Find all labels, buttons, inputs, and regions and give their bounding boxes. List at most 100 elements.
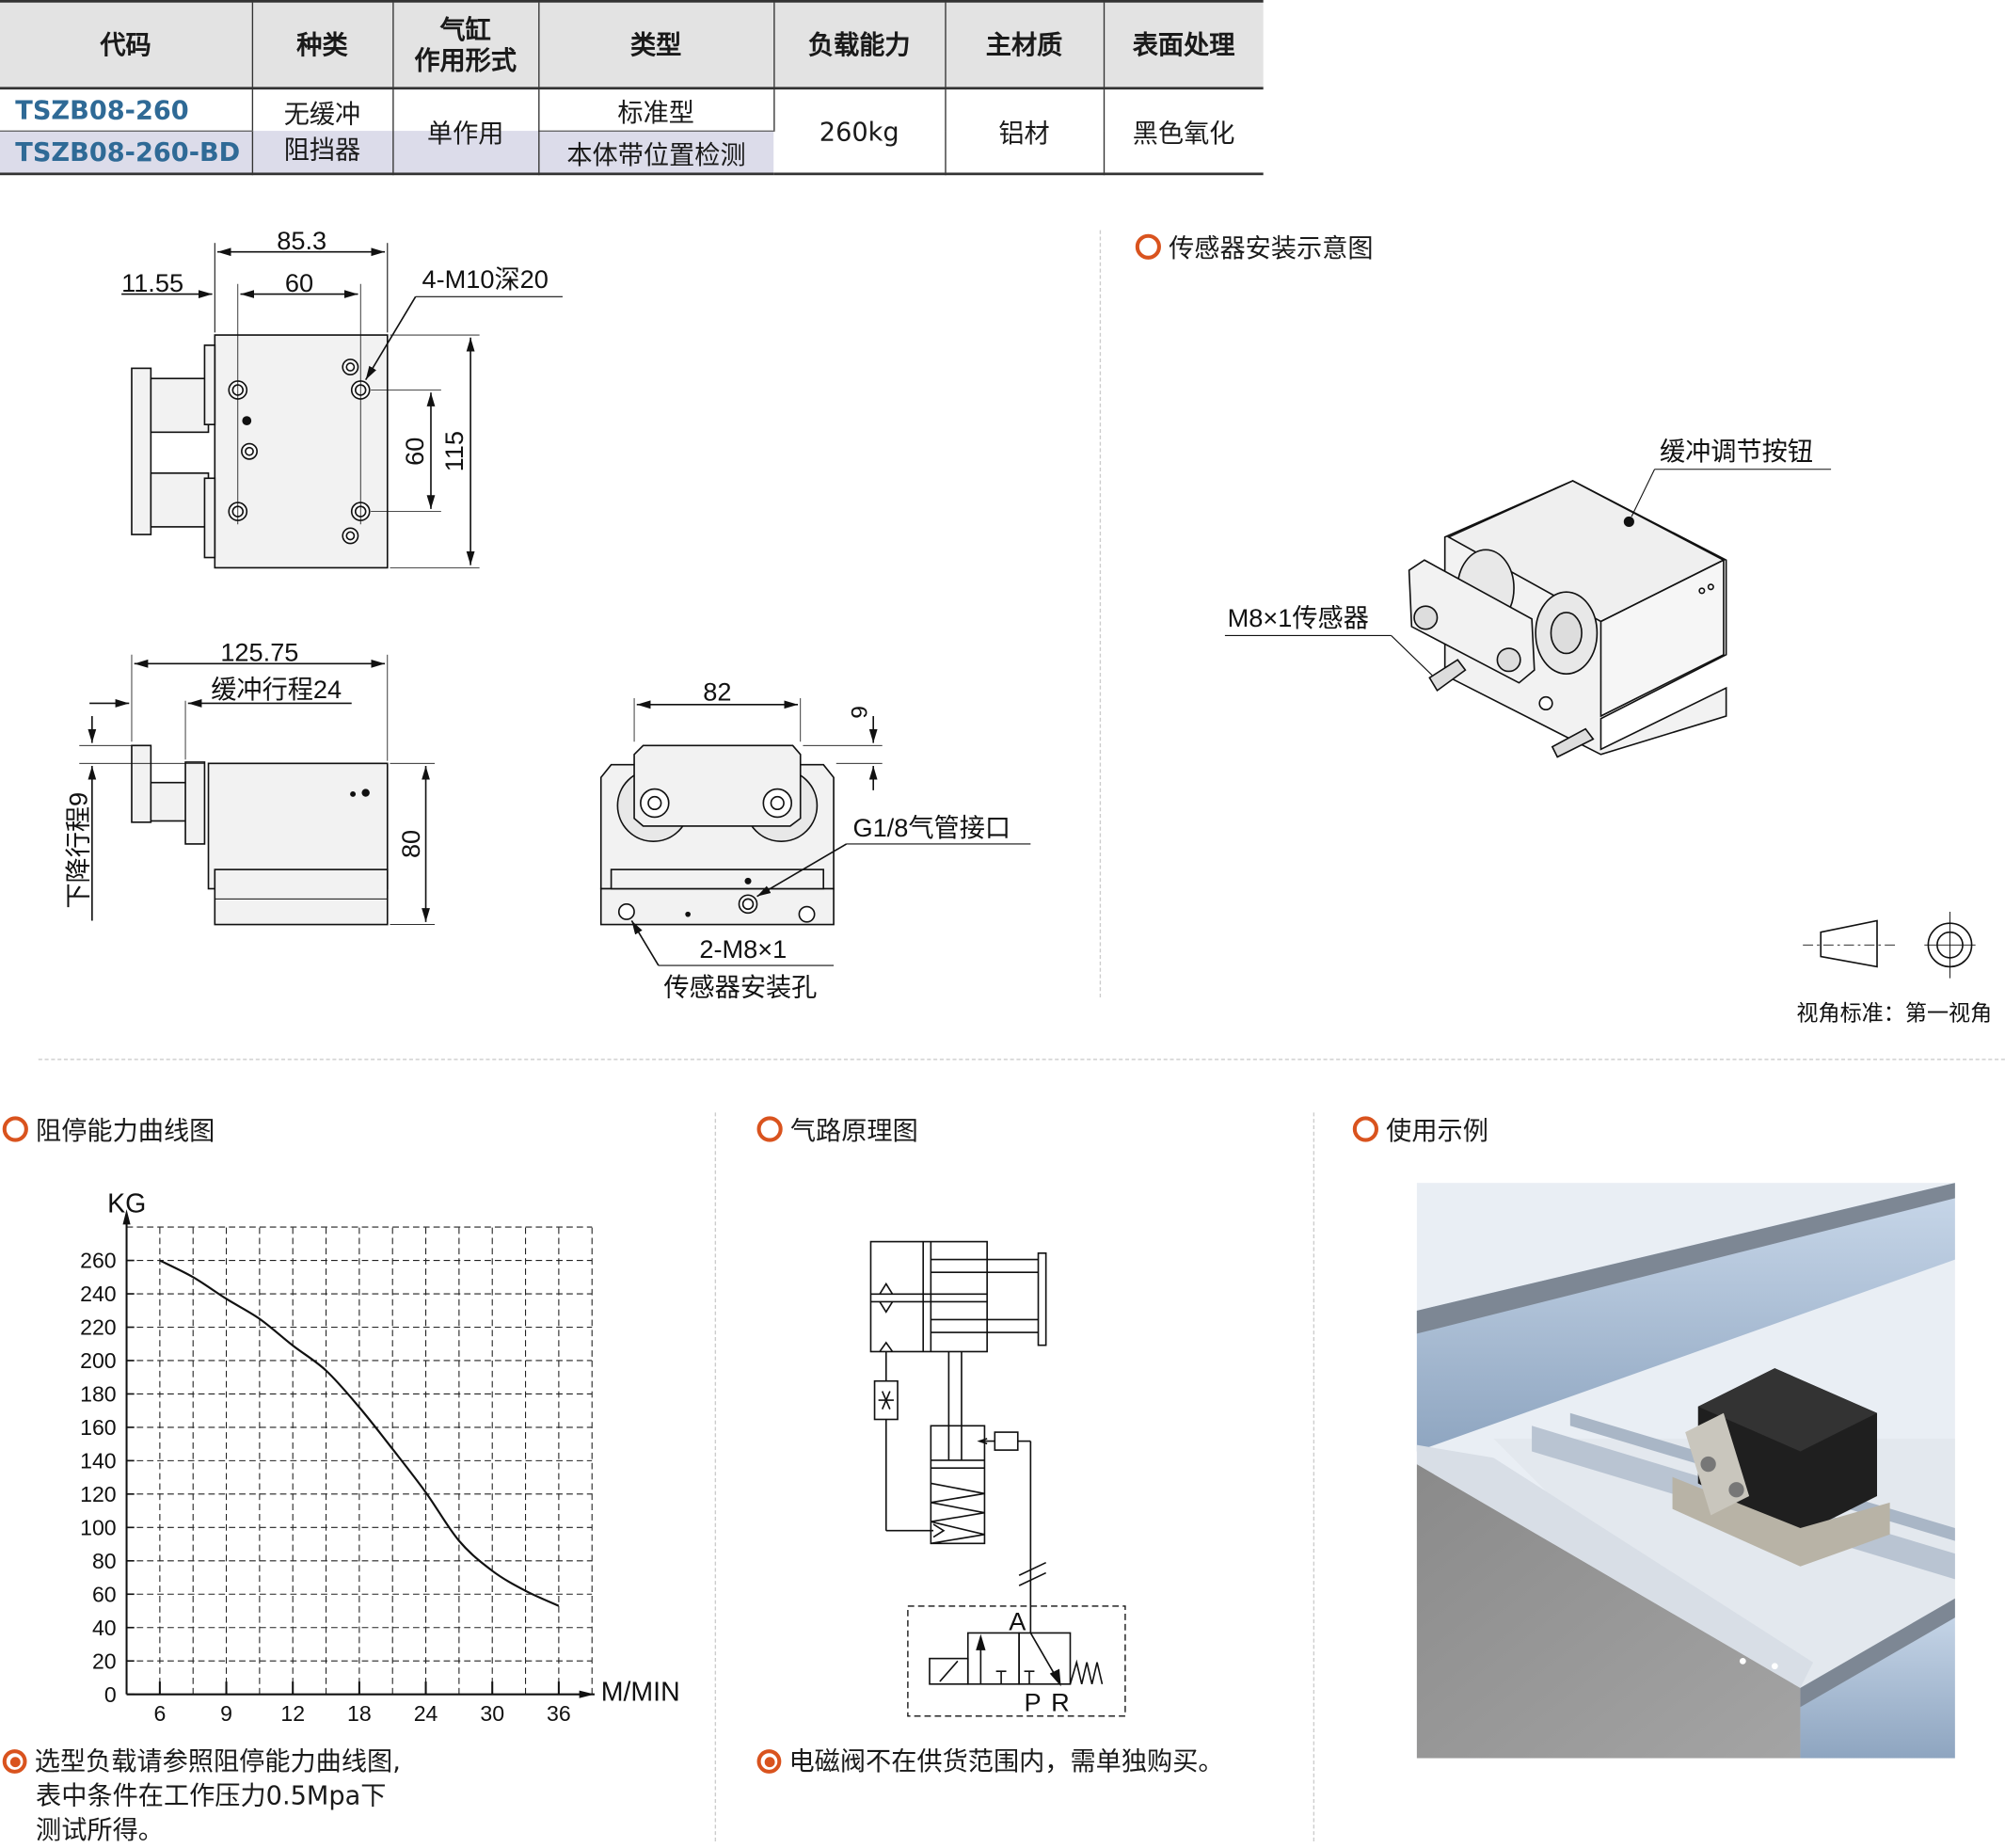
y-axis-label: KG	[107, 1188, 146, 1219]
table-row: TSZB08-260-BD 本体带位置检测	[0, 131, 1264, 174]
surface-cell: 黑色氧化	[1132, 118, 1235, 149]
kind-line: 无缓冲	[283, 97, 361, 129]
x-tick-label: 12	[280, 1701, 305, 1726]
spec-table: 代码 种类 气缸作用形式 类型 负载能力 主材质 表面处理 TSZB08-260…	[0, 0, 1264, 175]
bullet-ring-icon	[1135, 233, 1161, 260]
dim-length: 125.75	[220, 638, 298, 667]
note-line: 表中条件在工作压力0.5Mpa下	[36, 1779, 387, 1811]
y-tick-label: 260	[80, 1249, 117, 1273]
drop-stroke: 下降行程9	[63, 792, 92, 909]
divider	[1313, 1112, 1315, 1841]
y-tick-label: 60	[92, 1582, 117, 1606]
y-tick-label: 220	[80, 1315, 117, 1340]
y-tick-label: 240	[80, 1282, 117, 1306]
chart-ticks: 0 20 40 60 80 100 120 140 160 180 200 220 240 260 6 9 12…	[80, 1249, 571, 1726]
material-cell: 铝材	[945, 88, 1105, 174]
y-tick-label: 160	[80, 1415, 117, 1440]
y-axis-arrow-icon	[122, 1209, 131, 1225]
header-surface: 表面处理	[1103, 1, 1264, 88]
front-view-drawing: 82 9 G1/8气管接口 2-M8×1 传感器安装孔	[599, 677, 1031, 1002]
port-p-label: P	[1025, 1687, 1042, 1716]
header-type: 类型	[538, 1, 774, 88]
kind-line: 阻挡器	[283, 134, 361, 165]
type-cell: 标准型	[538, 88, 774, 132]
product-code[interactable]: TSZB08-260-BD	[0, 131, 253, 174]
header-cylinder-action: 气缸作用形式	[392, 1, 539, 88]
side-view-drawing: 125.75 缓冲行程24 下降行程9 80	[63, 638, 436, 926]
dim-offset: 11.55	[121, 268, 183, 297]
x-tick-label: 6	[153, 1701, 166, 1726]
chart-section-title: 阻停能力曲线图	[2, 1110, 215, 1147]
view-standard-label: 视角标准：第一视角	[1796, 1000, 1992, 1025]
y-tick-label: 140	[80, 1449, 117, 1474]
section-title-text: 气路原理图	[789, 1115, 918, 1146]
dim-vertical-pitch: 60	[400, 438, 429, 466]
dimension-drawings: 85.3 60 11.55 4-M10深20 60 115	[63, 226, 1031, 1002]
header-kind: 种类	[251, 1, 393, 88]
port-r-label: R	[1051, 1687, 1070, 1716]
port-a-label: A	[1009, 1607, 1026, 1636]
chart-axes	[122, 1209, 595, 1698]
header-line: 气缸	[439, 13, 491, 45]
air-port-label: G1/8气管接口	[852, 813, 1010, 842]
sensor-section-title: 传感器安装示意图	[1135, 228, 1374, 264]
dim-height: 115	[439, 431, 469, 471]
x-tick-label: 36	[547, 1701, 571, 1726]
buffer-knob-label: 缓冲调节按钮	[1660, 437, 1813, 466]
dim-side-height: 80	[396, 830, 425, 858]
note-line: 测试所得。	[36, 1814, 164, 1846]
pneumatic-circuit-diagram: A P R	[869, 1240, 1126, 1717]
series-line	[159, 1259, 560, 1607]
table-header-row: 代码 种类 气缸作用形式 类型 负载能力 主材质 表面处理	[0, 1, 1264, 88]
bullet-ring-icon	[756, 1115, 783, 1141]
y-tick-label: 200	[80, 1348, 117, 1373]
y-tick-label: 80	[92, 1549, 117, 1573]
first-angle-projection-icon	[1803, 911, 1976, 979]
bullet-ring-icon	[1352, 1115, 1379, 1141]
usage-example-image	[1416, 1183, 1955, 1759]
header-load: 负载能力	[773, 1, 946, 88]
load-cell: 260kg	[773, 88, 946, 174]
action-cell: 单作用	[392, 88, 539, 174]
stopping-capacity-chart: 0 20 40 60 80 100 120 140 160 180 200 220 240 260 6 9 12…	[80, 1188, 680, 1726]
note-line: 选型负载请参照阻停能力曲线图,	[34, 1745, 401, 1776]
type-cell: 本体带位置检测	[538, 131, 774, 174]
y-tick-label: 0	[104, 1682, 117, 1707]
chart-grid	[126, 1226, 593, 1695]
x-tick-label: 18	[347, 1701, 372, 1726]
y-tick-label: 120	[80, 1482, 117, 1506]
sensor-isometric-drawing: 缓冲调节按钮 M8×1传感器 视角标准：第一视角	[1224, 437, 1992, 1025]
y-tick-label: 100	[80, 1515, 117, 1539]
section-title-text: 使用示例	[1386, 1115, 1488, 1146]
header-code: 代码	[0, 1, 253, 88]
product-code[interactable]: TSZB08-260	[0, 88, 253, 132]
chart-note: 选型负载请参照阻停能力曲线图, 表中条件在工作压力0.5Mpa下 测试所得。	[2, 1744, 401, 1848]
dim-overall-width: 85.3	[277, 226, 326, 255]
bullet-dot-icon	[756, 1749, 782, 1774]
divider	[1099, 230, 1102, 998]
x-axis-label: M/MIN	[601, 1677, 680, 1707]
x-tick-label: 30	[480, 1701, 504, 1726]
usage-section-title: 使用示例	[1352, 1110, 1488, 1147]
dim-hole-pitch: 60	[285, 268, 313, 297]
divider	[714, 1112, 717, 1841]
sensor-hole-label: 传感器安装孔	[663, 973, 817, 1002]
header-line: 作用形式	[414, 44, 517, 76]
dim-top-offset: 9	[847, 706, 872, 719]
y-tick-label: 20	[92, 1649, 117, 1673]
x-tick-label: 9	[220, 1701, 232, 1726]
pneumatic-section-title: 气路原理图	[756, 1110, 918, 1147]
table-row: TSZB08-260 无缓冲阻挡器 单作用 标准型 260kg 铝材 黑色氧化	[0, 88, 1264, 174]
sensor-hole-spec: 2-M8×1	[699, 934, 787, 964]
x-tick-label: 24	[414, 1701, 438, 1726]
top-view-drawing: 85.3 60 11.55 4-M10深20 60 115	[121, 226, 563, 569]
dim-front-width: 82	[703, 677, 731, 707]
y-tick-label: 180	[80, 1382, 117, 1407]
bullet-dot-icon	[2, 1749, 27, 1774]
y-tick-label: 40	[92, 1616, 117, 1640]
header-material: 主材质	[945, 1, 1105, 88]
buffer-stroke: 缓冲行程24	[211, 675, 342, 704]
x-axis-arrow-icon	[579, 1690, 595, 1698]
kind-cell: 无缓冲阻挡器	[251, 88, 393, 174]
